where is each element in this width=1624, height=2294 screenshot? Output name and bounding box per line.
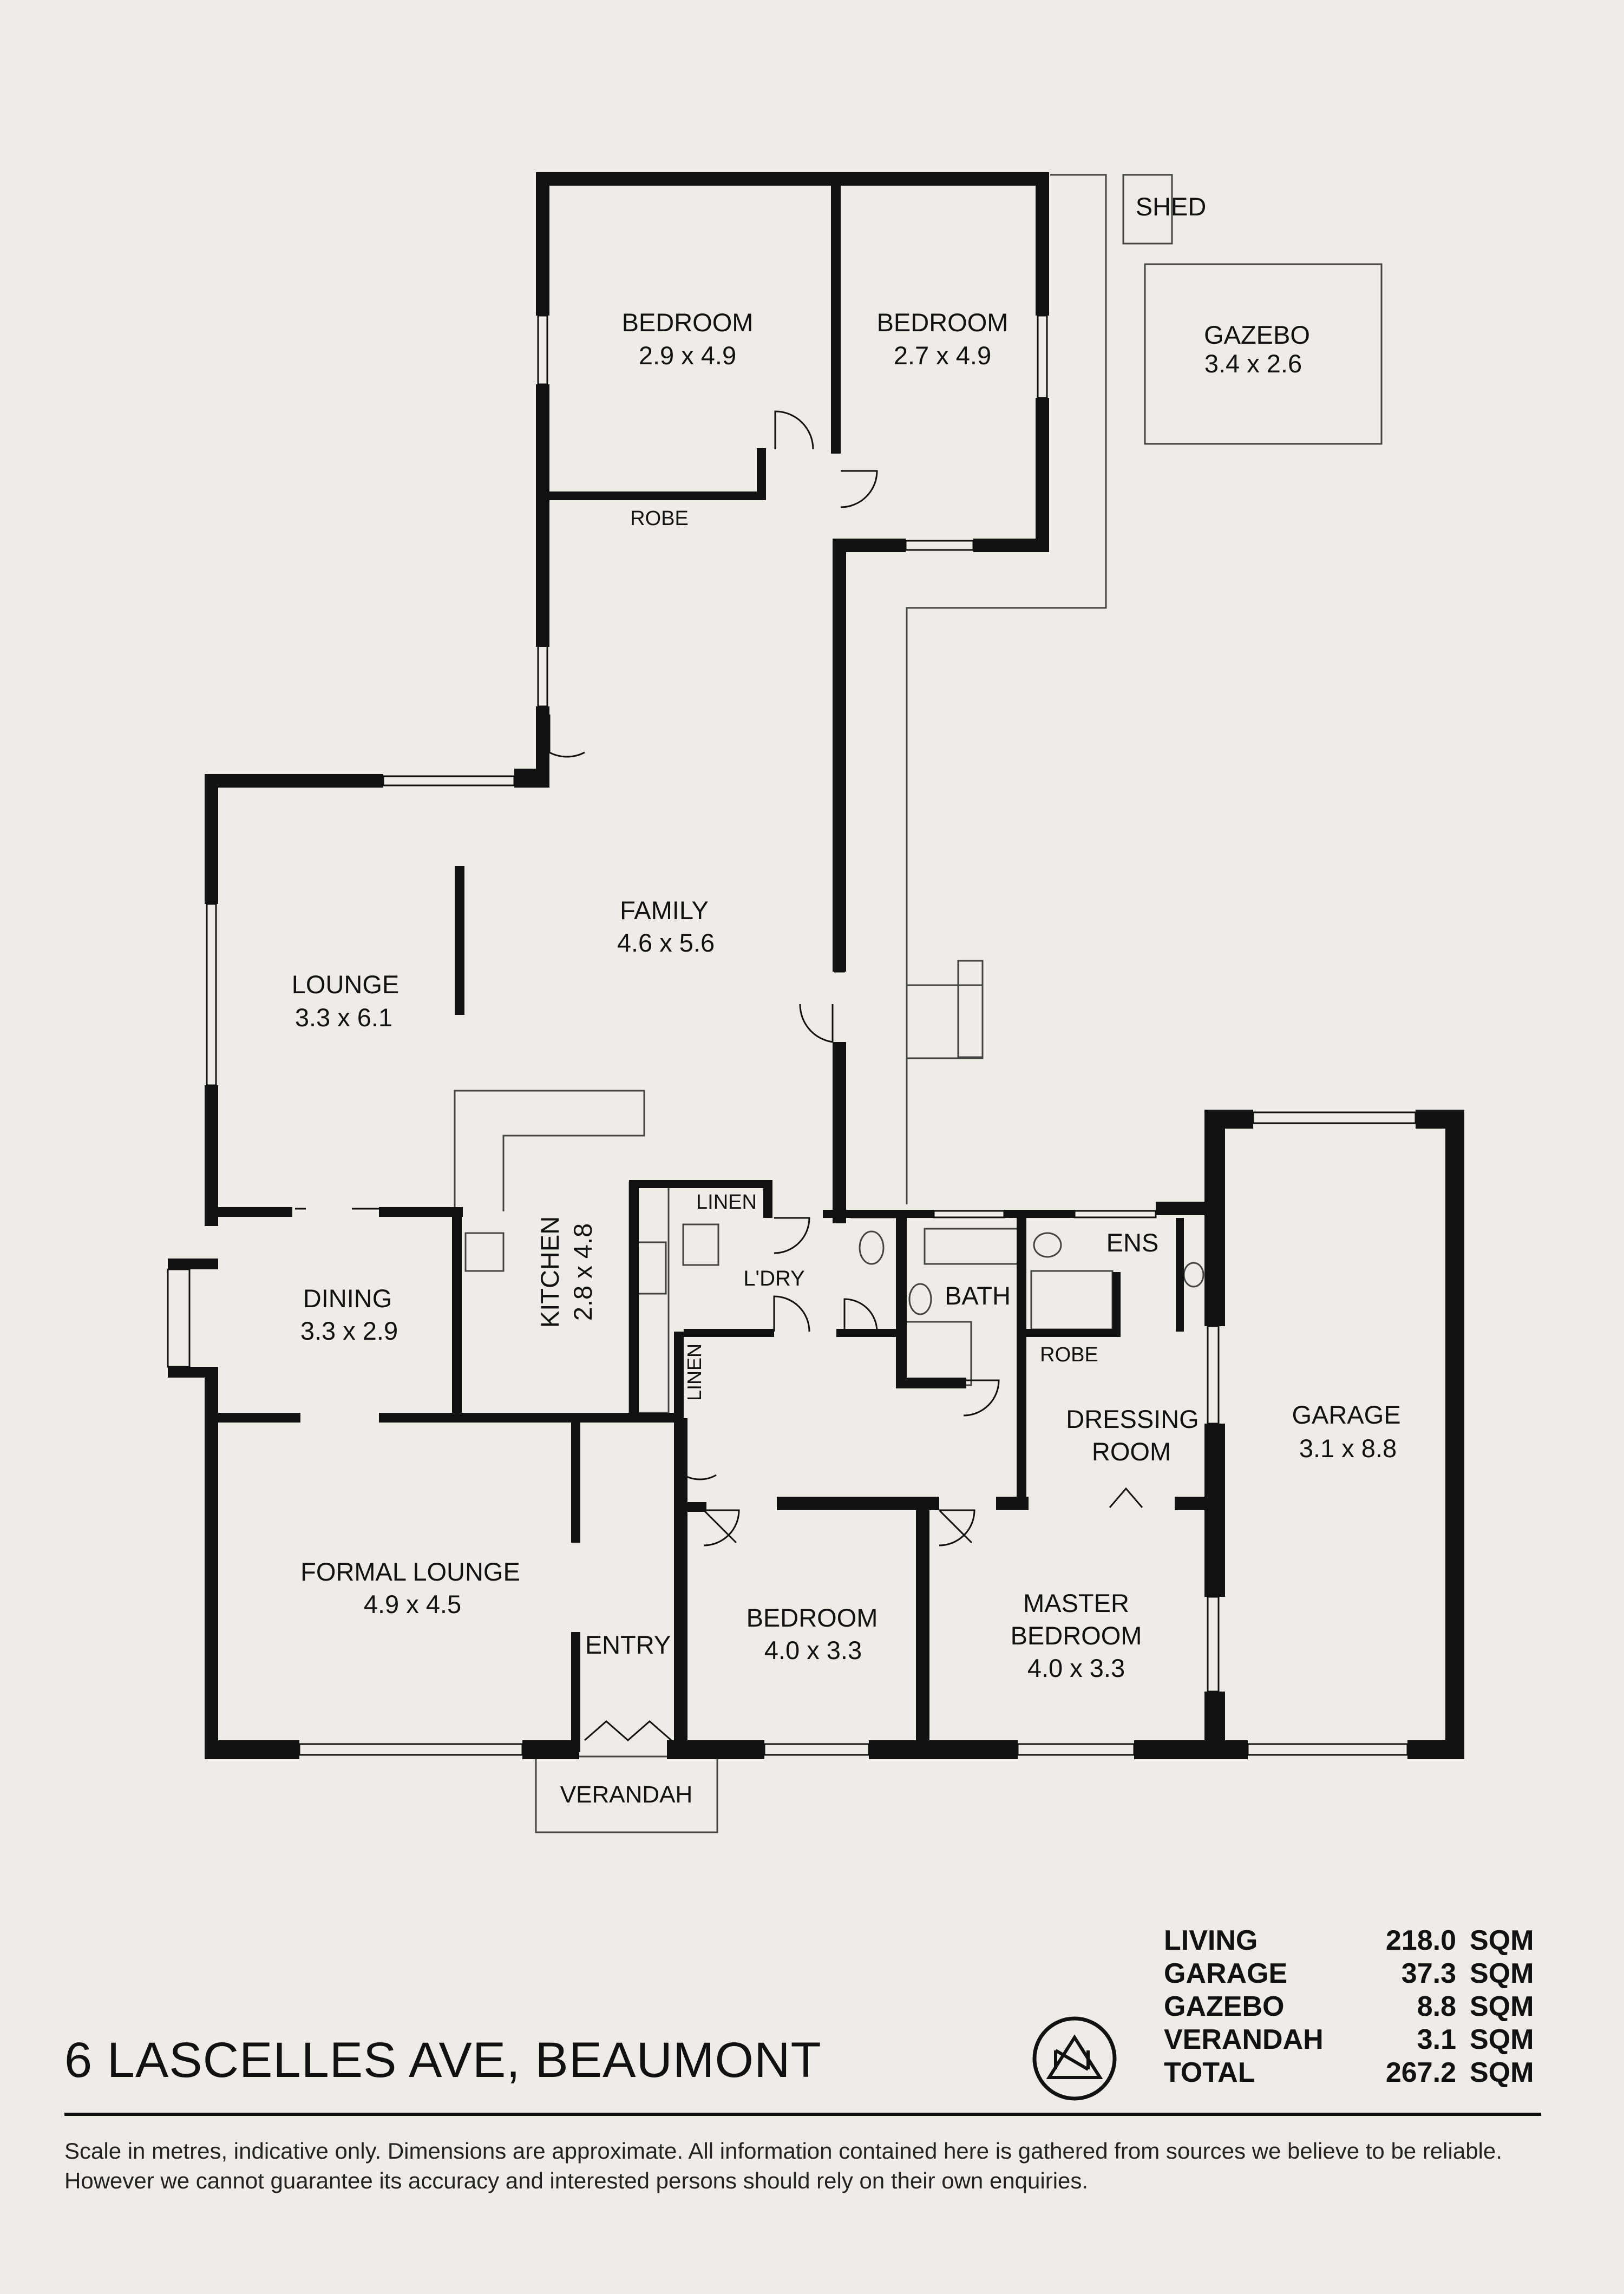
kitchen-size: 2.8 x 4.8 (568, 1223, 597, 1321)
garage-size: 3.1 x 8.8 (1299, 1434, 1397, 1463)
area-name: TOTAL (1164, 2057, 1255, 2088)
dining-size: 3.3 x 2.9 (300, 1316, 398, 1345)
family-size: 4.6 x 5.6 (617, 928, 715, 957)
formal-lounge-label: FORMAL LOUNGE (300, 1557, 520, 1586)
area-schedule: LIVING 218.0 SQM GARAGE 37.3 SQM GAZEBO … (1164, 1924, 1543, 2089)
toilet-laundry (859, 1230, 885, 1265)
chimney-outline (906, 984, 984, 1059)
kitchen-bench-outline (454, 1090, 645, 1211)
basin-ens (1183, 1262, 1204, 1288)
gazebo-size: 3.4 x 2.6 (1204, 349, 1302, 378)
master-label: MASTER (1023, 1589, 1129, 1617)
area-unit: SQM (1470, 2057, 1534, 2088)
robe-2-label: ROBE (1040, 1343, 1098, 1366)
chimney-inner (957, 960, 984, 1058)
area-row-garage: GARAGE 37.3 SQM (1164, 1957, 1543, 1990)
area-row-gazebo: GAZEBO 8.8 SQM (1164, 1990, 1543, 2023)
linen-2-label: LINEN (683, 1343, 705, 1401)
dressing-label-2: ROOM (1092, 1437, 1171, 1466)
windows (167, 314, 1417, 1756)
formal-lounge-size: 4.9 x 4.5 (364, 1590, 461, 1618)
bedroom-3-size: 4.0 x 3.3 (764, 1636, 862, 1664)
area-value: 8.8 (1417, 1991, 1456, 2022)
family-label: FAMILY (620, 896, 709, 925)
side-path-outline (906, 174, 1107, 1204)
verandah-outline (535, 1755, 718, 1833)
bedroom-2-size: 2.7 x 4.9 (894, 341, 991, 370)
bedroom-1-label: BEDROOM (622, 308, 754, 337)
area-name: GARAGE (1164, 1958, 1288, 1989)
area-unit: SQM (1470, 1958, 1534, 1989)
area-value: 3.1 (1417, 2024, 1456, 2055)
bedroom-1-size: 2.9 x 4.9 (639, 341, 736, 370)
linen-1-label: LINEN (696, 1191, 757, 1214)
bath-label: BATH (945, 1281, 1011, 1310)
laundry-tub (682, 1223, 719, 1266)
verandah-label: VERANDAH (560, 1781, 693, 1808)
area-row-living: LIVING 218.0 SQM (1164, 1924, 1543, 1957)
dining-label: DINING (303, 1284, 392, 1313)
walls (168, 172, 1464, 1759)
area-value: 218.0 (1385, 1925, 1456, 1956)
area-unit: SQM (1470, 1991, 1534, 2022)
gazebo-label: GAZEBO (1204, 320, 1310, 349)
cooktop (464, 1232, 505, 1272)
shower-ens (1030, 1270, 1114, 1330)
area-name: LIVING (1164, 1925, 1258, 1956)
area-unit: SQM (1470, 1925, 1534, 1956)
gazebo-outline (1144, 263, 1383, 445)
lounge-label: LOUNGE (292, 970, 400, 999)
area-unit: SQM (1470, 2024, 1534, 2055)
robe-1-label: ROBE (630, 507, 689, 530)
shower-bath (904, 1321, 972, 1386)
room-labels: BEDROOM 2.9 x 4.9 BEDROOM 2.7 x 4.9 GAZE… (292, 192, 1401, 1808)
entry-label: ENTRY (585, 1630, 671, 1659)
shed-outline (1122, 174, 1173, 245)
master-size: 4.0 x 3.3 (1027, 1654, 1125, 1682)
garage-label: GARAGE (1292, 1400, 1400, 1429)
north-compass-icon (1032, 2016, 1117, 2101)
kitchen-label: KITCHEN (535, 1216, 564, 1328)
area-row-total: TOTAL 267.2 SQM (1164, 2056, 1543, 2089)
bathtub (924, 1228, 1019, 1265)
basin-bath (908, 1283, 932, 1315)
area-value: 37.3 (1401, 1958, 1456, 1989)
floor-plan: BEDROOM 2.9 x 4.9 BEDROOM 2.7 x 4.9 GAZE… (167, 172, 1464, 1833)
laundry-label: L'DRY (743, 1267, 805, 1290)
bedroom-3-label: BEDROOM (746, 1603, 878, 1632)
dressing-label: DRESSING (1066, 1405, 1199, 1433)
master-label-2: BEDROOM (1011, 1621, 1142, 1650)
area-name: VERANDAH (1164, 2024, 1324, 2055)
outbuildings (454, 174, 1383, 1833)
shed-label: SHED (1136, 192, 1207, 221)
area-value: 267.2 (1385, 2057, 1456, 2088)
ensuite-label: ENS (1106, 1228, 1159, 1257)
door-swings (295, 410, 1143, 1741)
toilet-ens (1033, 1232, 1062, 1258)
bedroom-2-label: BEDROOM (877, 308, 1009, 337)
divider-line (64, 2113, 1541, 2116)
disclaimer-text: Scale in metres, indicative only. Dimens… (64, 2138, 1502, 2193)
lounge-size: 3.3 x 6.1 (295, 1003, 392, 1032)
area-row-verandah: VERANDAH 3.1 SQM (1164, 2023, 1543, 2056)
property-address: 6 LASCELLES AVE, BEAUMONT (64, 2033, 822, 2088)
area-name: GAZEBO (1164, 1991, 1285, 2022)
